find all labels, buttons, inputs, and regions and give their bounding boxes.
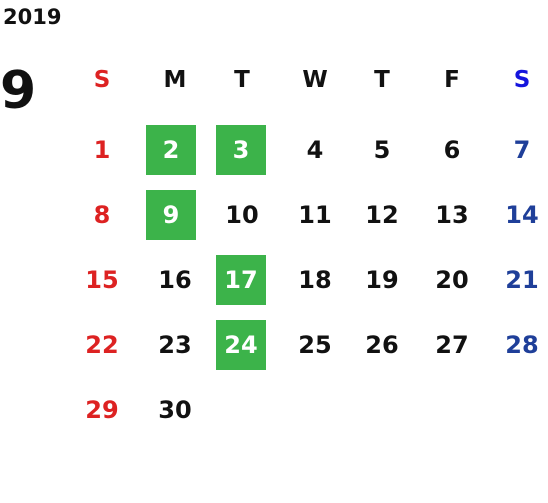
day-cell[interactable]: 10	[225, 201, 259, 229]
weekday-monday: M	[163, 67, 187, 93]
day-cell[interactable]: 20	[435, 266, 469, 294]
day-cell[interactable]: 15	[85, 266, 119, 294]
day-cell[interactable]: 14	[505, 201, 539, 229]
day-cell[interactable]: 17	[216, 255, 266, 305]
day-cell[interactable]: 8	[93, 201, 111, 229]
day-cell[interactable]: 2	[146, 125, 196, 175]
day-cell[interactable]: 1	[93, 136, 111, 164]
day-cell[interactable]: 23	[158, 331, 192, 359]
day-cell[interactable]: 19	[365, 266, 399, 294]
year-label: 2019	[3, 5, 62, 29]
day-cell[interactable]: 11	[298, 201, 332, 229]
day-cell[interactable]: 25	[298, 331, 332, 359]
day-cell[interactable]: 22	[85, 331, 119, 359]
weekday-thursday: T	[374, 67, 390, 93]
day-cell[interactable]: 27	[435, 331, 469, 359]
weekday-saturday: S	[513, 67, 531, 93]
weekday-sunday: S	[93, 67, 111, 93]
day-cell[interactable]: 28	[505, 331, 539, 359]
day-cell[interactable]: 6	[443, 136, 461, 164]
day-cell[interactable]: 5	[373, 136, 391, 164]
day-cell[interactable]: 16	[158, 266, 192, 294]
month-number: 9	[0, 61, 37, 121]
day-cell[interactable]: 30	[158, 396, 192, 424]
weekday-friday: F	[444, 67, 460, 93]
day-cell[interactable]: 13	[435, 201, 469, 229]
day-cell[interactable]: 29	[85, 396, 119, 424]
day-cell[interactable]: 12	[365, 201, 399, 229]
day-cell[interactable]: 26	[365, 331, 399, 359]
weekday-wednesday: W	[302, 67, 328, 93]
day-cell[interactable]: 24	[216, 320, 266, 370]
day-cell[interactable]: 21	[505, 266, 539, 294]
day-cell[interactable]: 3	[216, 125, 266, 175]
day-cell[interactable]: 9	[146, 190, 196, 240]
day-cell[interactable]: 7	[513, 136, 531, 164]
day-cell[interactable]: 18	[298, 266, 332, 294]
day-cell[interactable]: 4	[306, 136, 324, 164]
weekday-tuesday: T	[234, 67, 250, 93]
